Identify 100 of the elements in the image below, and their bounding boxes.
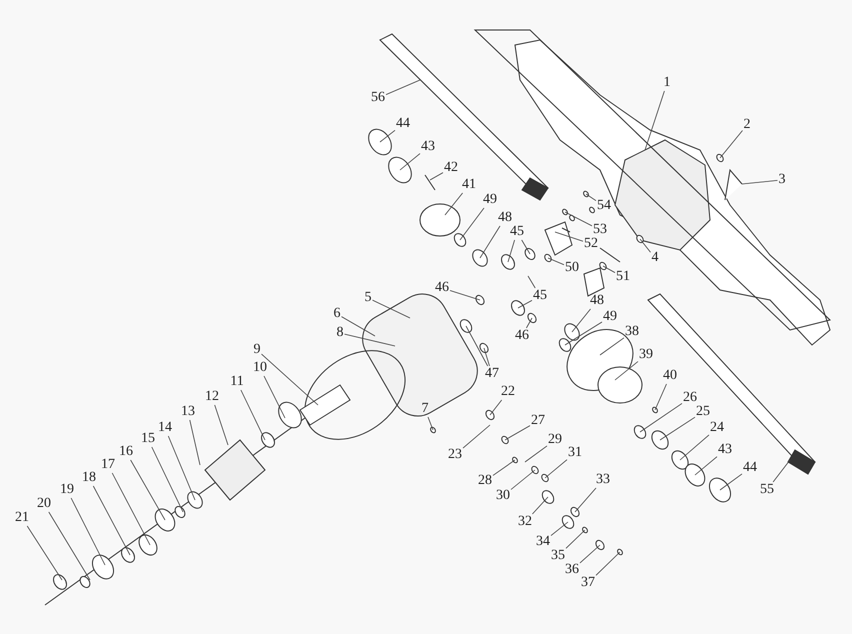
callout-number: 38 (625, 325, 639, 339)
leader-line (264, 376, 286, 418)
callout-number: 55 (760, 483, 774, 497)
leader-line (660, 416, 696, 440)
callout-number: 47 (485, 367, 499, 381)
leader-line (466, 326, 488, 366)
callout-number: 56 (371, 91, 385, 105)
leader-line (490, 400, 502, 416)
callout-number: 29 (548, 433, 562, 447)
leader-line (444, 192, 463, 216)
callout-number: 33 (596, 473, 610, 487)
callout-number: 54 (597, 199, 611, 213)
leader-line (566, 530, 586, 549)
callout-number: 31 (568, 446, 582, 460)
callout-number: 35 (551, 549, 565, 563)
callout-number: 26 (683, 391, 697, 405)
callout-number: 51 (616, 270, 630, 284)
callout-number: 53 (593, 223, 607, 237)
callout-number: 48 (590, 294, 604, 308)
callout-number: 13 (181, 405, 195, 419)
leader-line (428, 416, 434, 430)
leader-line (508, 240, 515, 262)
leader-line (550, 522, 568, 536)
callout-number: 17 (101, 458, 115, 472)
leader-line (521, 240, 530, 254)
callout-number: 4 (652, 251, 658, 265)
leader-line (261, 354, 318, 406)
leader-line (544, 459, 568, 478)
leader-line (380, 130, 396, 142)
callout-number: 25 (696, 405, 710, 419)
callout-number: 41 (462, 178, 476, 192)
callout-number: 8 (336, 326, 344, 340)
callout-number: 12 (205, 390, 219, 404)
callout-number: 40 (663, 369, 677, 383)
leader-line (372, 300, 410, 318)
leader-line (92, 486, 130, 556)
callout-number: 28 (478, 474, 492, 488)
leader-line (614, 361, 638, 380)
leader-line (130, 460, 166, 520)
callout-number: 9 (254, 343, 260, 357)
callout-number: 46 (435, 281, 449, 295)
callout-number: 20 (37, 497, 51, 511)
callout-number: 23 (448, 448, 462, 462)
leader-line (462, 424, 490, 448)
leader-line (526, 318, 532, 328)
leader-line (742, 180, 778, 184)
callout-number: 21 (15, 511, 29, 525)
leader-line (168, 436, 196, 500)
callout-number: 50 (565, 261, 579, 275)
callout-number: 3 (778, 173, 786, 187)
callout-number: 32 (518, 515, 532, 529)
leader-line (386, 80, 420, 95)
leader-line (564, 212, 592, 226)
callout-number: 34 (536, 535, 550, 549)
leader-line (492, 460, 516, 476)
leader-line (484, 348, 490, 366)
leader-line (548, 258, 564, 266)
leader-line (602, 266, 616, 273)
callout-number: 49 (603, 310, 617, 324)
callout-number: 44 (396, 117, 410, 131)
leader-line (572, 308, 591, 332)
callout-number: 24 (710, 421, 724, 435)
leader-line (640, 238, 651, 253)
leader-line (720, 130, 743, 158)
leader-line (26, 526, 62, 580)
callout-number: 30 (496, 489, 510, 503)
leader-line (586, 194, 596, 202)
callout-number: 39 (639, 348, 653, 362)
leader-line (48, 512, 90, 580)
callout-number: 49 (483, 193, 497, 207)
callout-number: 19 (60, 483, 74, 497)
callout-number: 45 (533, 289, 547, 303)
leader-line (112, 472, 150, 546)
leader-line (596, 552, 620, 576)
callout-number: 11 (230, 375, 244, 389)
leader-line (189, 420, 200, 466)
leader-line (532, 496, 548, 514)
leader-line (772, 460, 790, 482)
leader-line (654, 384, 667, 410)
leader-line (580, 544, 600, 564)
callout-number: 15 (141, 432, 155, 446)
leader-line (554, 232, 584, 242)
callout-number: 2 (744, 118, 750, 132)
leader-line (524, 446, 548, 462)
leader-line (240, 390, 266, 440)
leader-line (344, 334, 396, 346)
callout-number: 27 (531, 414, 545, 428)
leader-line (460, 208, 484, 240)
leader-line (504, 425, 530, 440)
callout-number: 7 (422, 402, 428, 416)
callout-number: 43 (718, 443, 732, 457)
leader-line (480, 226, 500, 258)
leader-line (574, 488, 596, 512)
callout-number: 43 (421, 140, 435, 154)
callout-number: 14 (158, 421, 172, 435)
leader-line (450, 290, 480, 300)
leader-line (430, 172, 444, 180)
callout-number: 10 (253, 361, 267, 375)
callout-number: 52 (584, 237, 598, 251)
leader-line (70, 498, 106, 566)
